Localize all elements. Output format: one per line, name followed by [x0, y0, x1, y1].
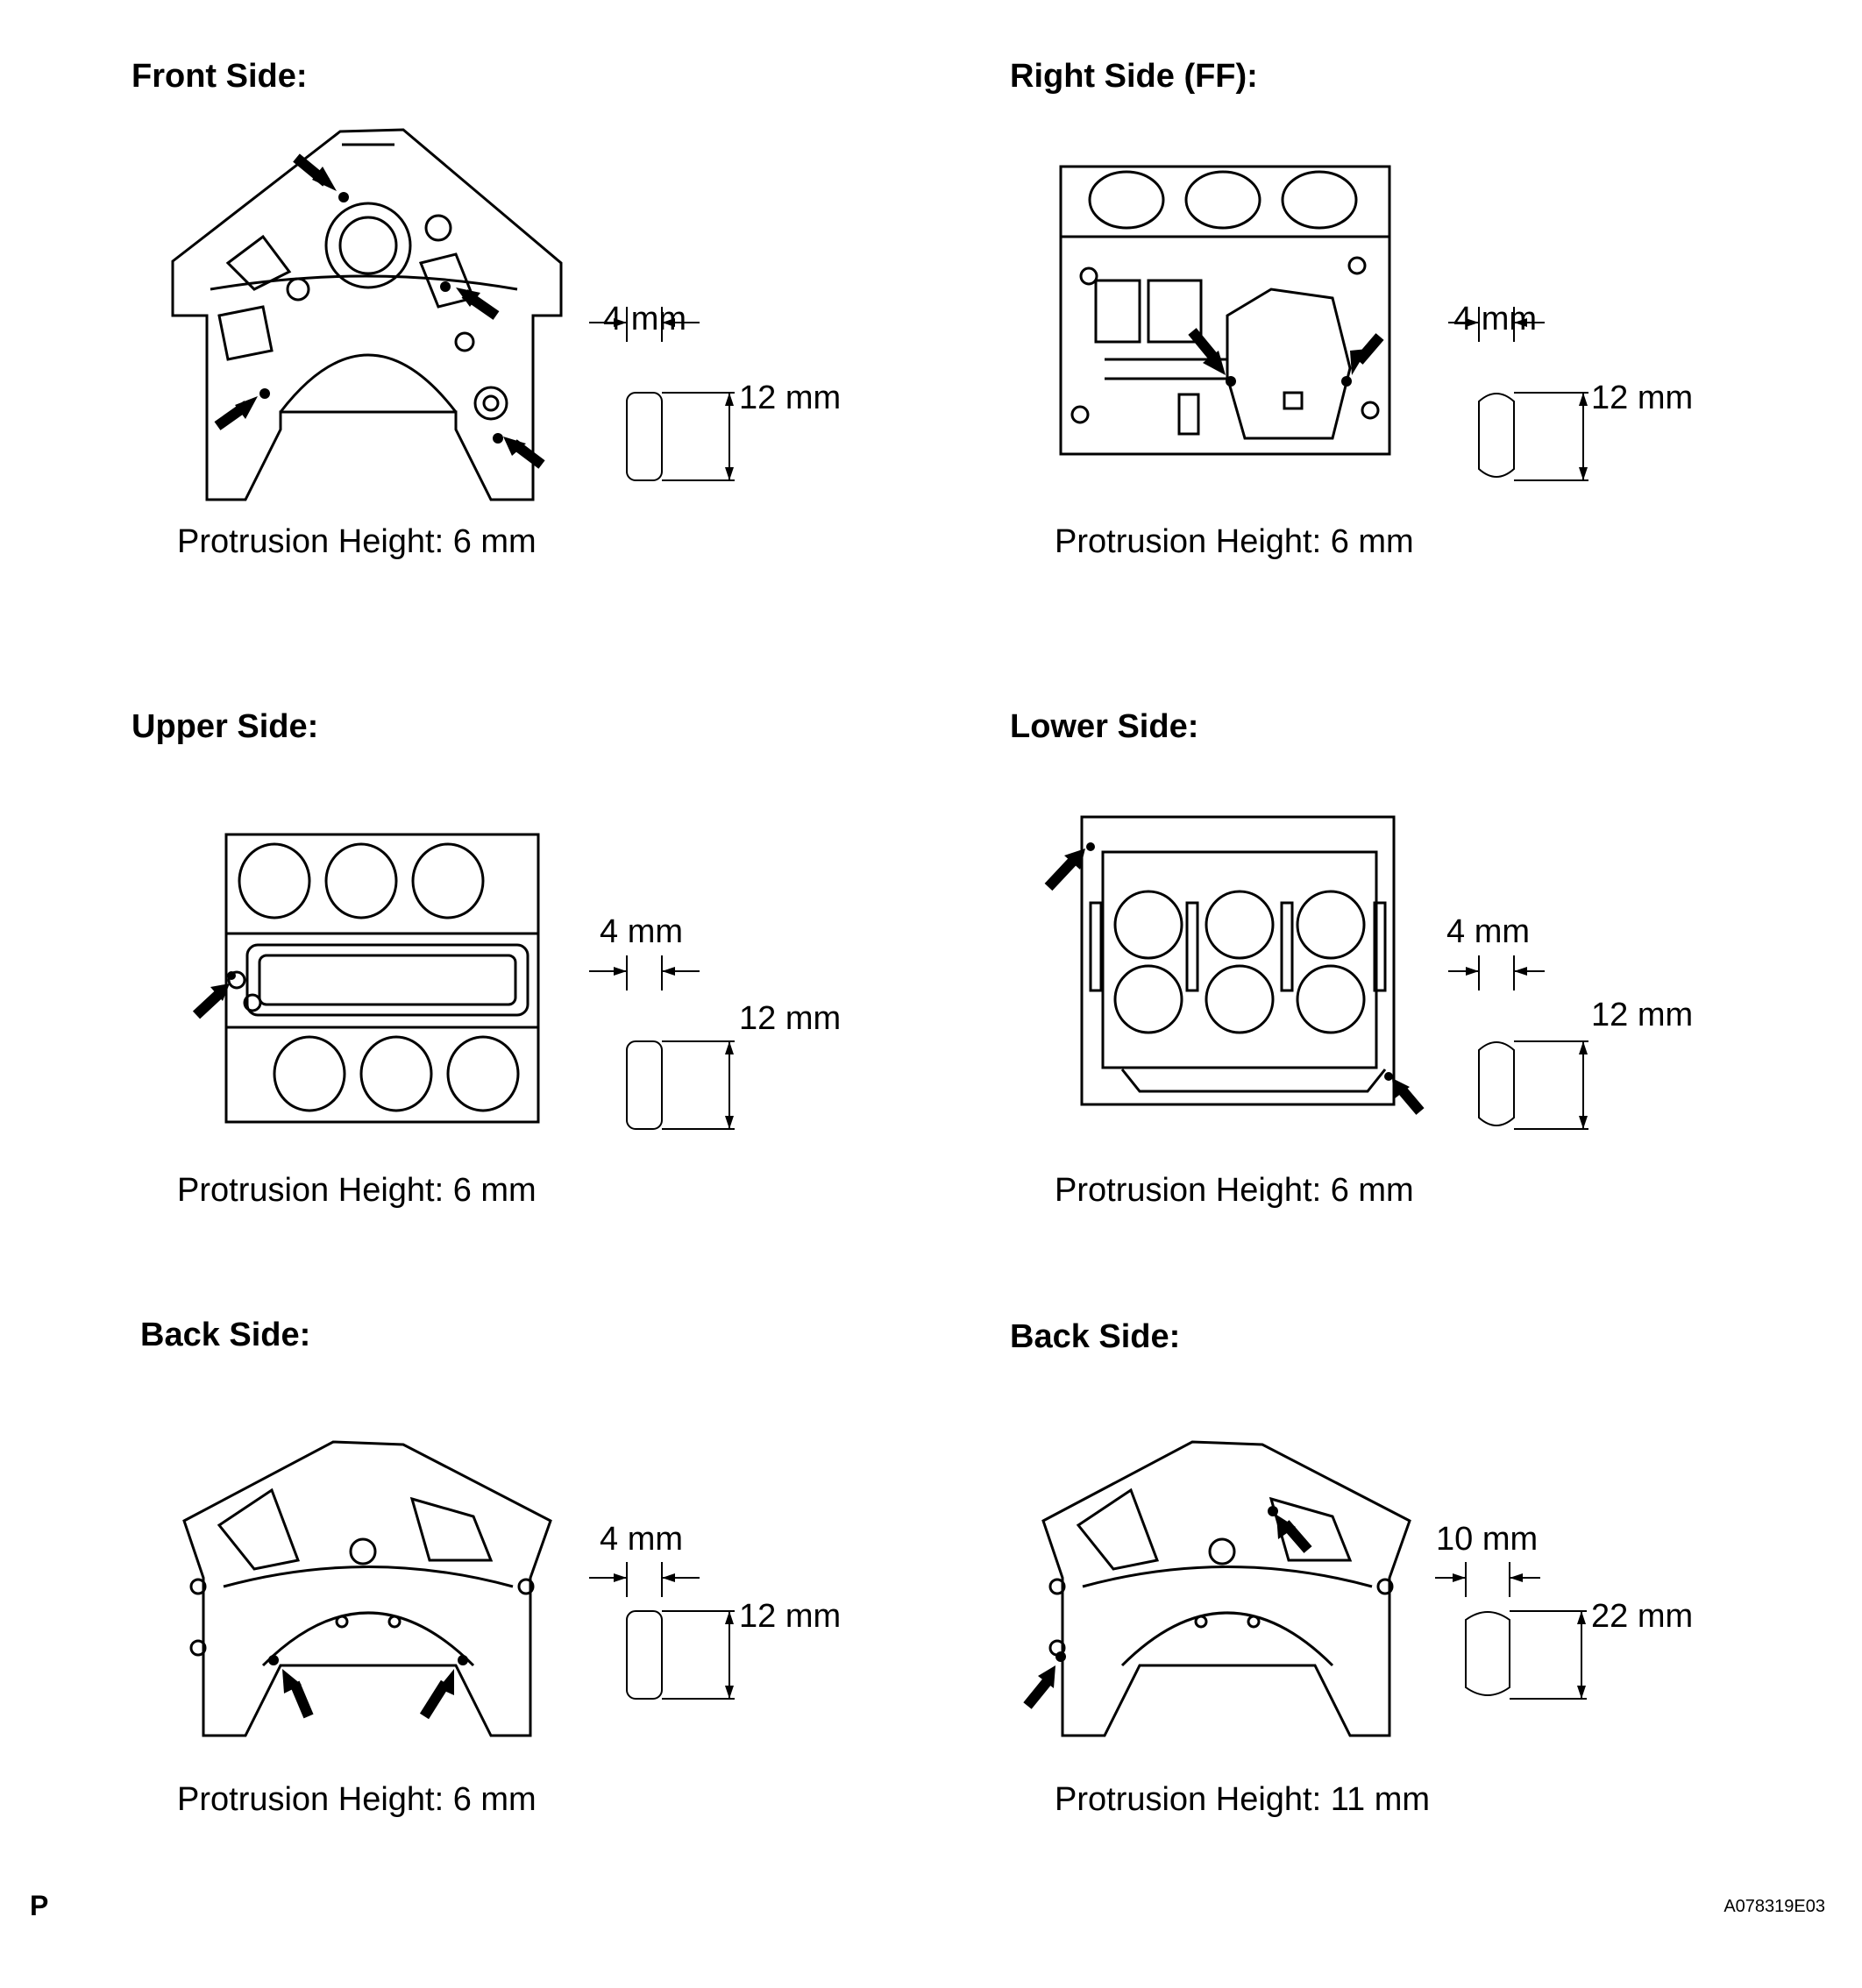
- panel-right-side-ff: Right Side (FF):: [877, 0, 1753, 614]
- engine-block-back-view: 4 mm 12 mm: [182, 1440, 841, 1737]
- panel-heading: Right Side (FF):: [1010, 58, 1258, 95]
- pin-diameter-label: 4 mm: [600, 1521, 683, 1558]
- pin-length-label: 22 mm: [1591, 1598, 1693, 1635]
- panel-heading: Upper Side:: [131, 708, 319, 745]
- protrusion-height-caption: Protrusion Height: 11 mm: [1055, 1781, 1431, 1818]
- pin-length-label: 12 mm: [1591, 380, 1693, 416]
- pin-diameter-label: 4 mm: [1453, 301, 1537, 337]
- engine-block-lower-view: 4 mm 12 mm: [1044, 815, 1693, 1130]
- pin-length-label: 12 mm: [739, 1000, 841, 1037]
- page-marker: P: [30, 1890, 49, 1921]
- panel-lower-side: Lower Side: 4 mm: [877, 649, 1753, 1262]
- protrusion-height-caption: Protrusion Height: 6 mm: [177, 1781, 537, 1818]
- panel-heading: Back Side:: [140, 1317, 311, 1353]
- panel-back-side: Back Side: 4 mm 12 mm: [0, 1297, 877, 1911]
- engine-block-back-view-alt: 10 mm 22 mm: [1023, 1440, 1693, 1737]
- panel-back-side-alt: Back Side: 10 mm 22 mm: [877, 1297, 1753, 1911]
- protrusion-height-caption: Protrusion Height: 6 mm: [177, 523, 537, 560]
- pin-length-label: 12 mm: [739, 1598, 841, 1635]
- protrusion-height-caption: Protrusion Height: 6 mm: [1055, 1172, 1414, 1209]
- pin-length-label: 12 mm: [1591, 997, 1693, 1033]
- protrusion-height-caption: Protrusion Height: 6 mm: [1055, 523, 1414, 560]
- engine-block-right-view: 4 mm 12 mm: [1059, 165, 1693, 481]
- pin-diameter-label: 4 mm: [600, 913, 683, 950]
- figure-code: A078319E03: [1723, 1897, 1825, 1916]
- protrusion-height-caption: Protrusion Height: 6 mm: [177, 1172, 537, 1209]
- pin-diameter-label: 4 mm: [603, 301, 686, 337]
- panel-front-side: Front Side:: [0, 0, 877, 614]
- pin-diameter-label: 4 mm: [1446, 913, 1530, 950]
- pin-diameter-label: 10 mm: [1436, 1521, 1538, 1558]
- panel-heading: Back Side:: [1010, 1318, 1181, 1355]
- panel-upper-side: Upper Side: 4 mm 12 mm Prot: [0, 649, 877, 1262]
- engine-block-upper-view: 4 mm 12 mm: [192, 833, 841, 1130]
- panel-heading: Front Side:: [131, 58, 308, 95]
- pin-length-label: 12 mm: [739, 380, 841, 416]
- panel-heading: Lower Side:: [1010, 708, 1199, 745]
- engine-block-front-view: 4 mm 12 mm: [171, 128, 841, 501]
